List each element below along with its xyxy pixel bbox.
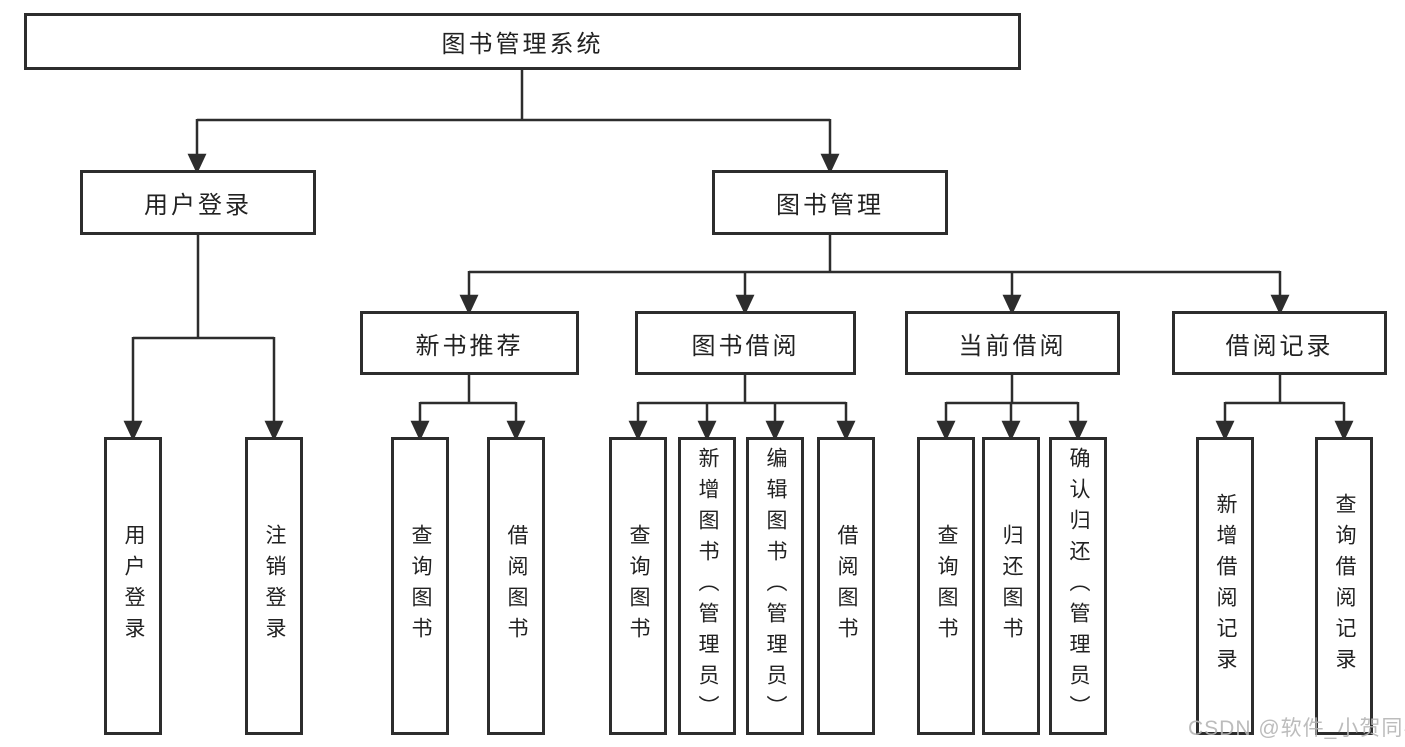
node-leaf-return-books: 归还图书 <box>982 437 1040 735</box>
node-leaf-borrow-books: 借阅图书 <box>817 437 875 735</box>
node-borrow-records: 借阅记录 <box>1172 311 1387 375</box>
node-current-borrow: 当前借阅 <box>905 311 1120 375</box>
node-user-login: 用户登录 <box>80 170 316 235</box>
node-leaf-query-books-current: 查询图书 <box>917 437 975 735</box>
node-root: 图书管理系统 <box>24 13 1021 70</box>
node-book-management: 图书管理 <box>712 170 948 235</box>
node-book-borrow: 图书借阅 <box>635 311 856 375</box>
node-leaf-edit-books-admin: 编辑图书（管理员） <box>746 437 804 735</box>
node-leaf-add-books-admin: 新增图书（管理员） <box>678 437 736 735</box>
node-leaf-user-login: 用户登录 <box>104 437 162 735</box>
watermark: CSDN @软件_小贺同学 <box>1188 717 1405 740</box>
node-leaf-borrow-books-recommend: 借阅图书 <box>487 437 545 735</box>
node-leaf-query-books-recommend: 查询图书 <box>391 437 449 735</box>
node-leaf-confirm-return-admin: 确认归还（管理员） <box>1049 437 1107 735</box>
node-leaf-add-borrow-record: 新增借阅记录 <box>1196 437 1254 735</box>
node-leaf-query-books-borrow: 查询图书 <box>609 437 667 735</box>
node-new-book-recommend: 新书推荐 <box>360 311 579 375</box>
node-leaf-logout: 注销登录 <box>245 437 303 735</box>
node-leaf-query-borrow-record: 查询借阅记录 <box>1315 437 1373 735</box>
